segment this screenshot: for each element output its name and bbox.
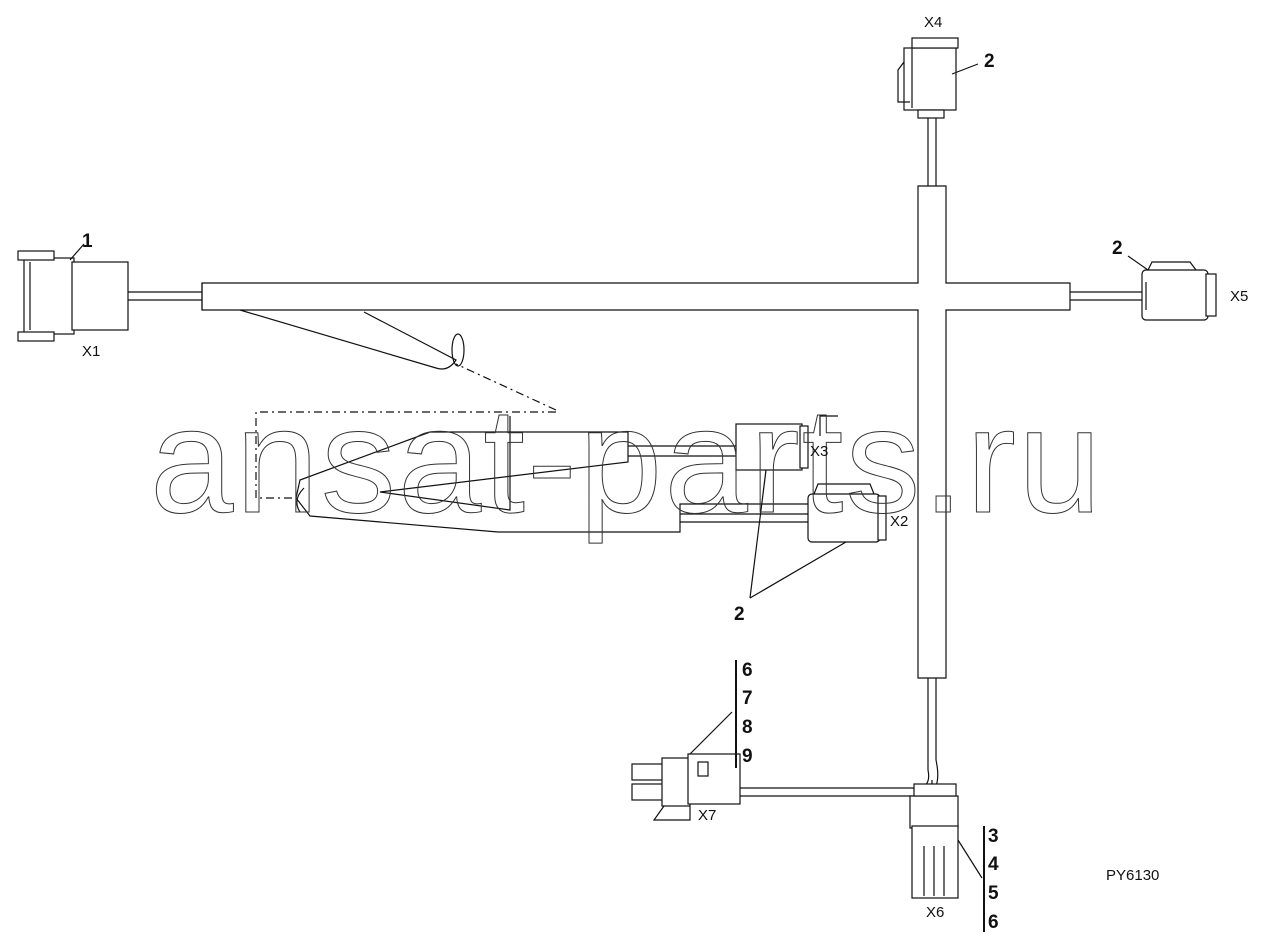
callout-x7-8: 8 [742, 717, 753, 738]
callout-x7-7: 7 [742, 688, 753, 709]
label-x5: X5 [1230, 288, 1248, 305]
connector-x3 [735, 415, 838, 471]
watermark: ansat-parts.ru [150, 376, 1103, 544]
callout-x6-3: 3 [988, 826, 999, 847]
connector-x5 [1141, 261, 1217, 321]
connector-x2 [807, 483, 887, 543]
callout-leaders [69, 63, 1149, 932]
label-x2: X2 [890, 513, 908, 530]
callout-x6-5: 5 [988, 883, 999, 904]
label-x7: X7 [698, 807, 716, 824]
figure-id: PY6130 [1106, 867, 1159, 884]
sub-harness-branch [239, 309, 808, 533]
label-x6: X6 [926, 904, 944, 921]
callout-x6-4: 4 [988, 854, 999, 875]
label-x3: X3 [810, 443, 828, 460]
callout-2-x4: 2 [984, 51, 995, 72]
connector-x1 [17, 250, 129, 342]
callout-x7-6: 6 [742, 660, 753, 681]
callout-1: 1 [82, 231, 93, 252]
connector-x4 [897, 37, 959, 119]
connector-x6 [909, 783, 959, 899]
callout-2-x2-x3: 2 [734, 604, 745, 625]
main-harness-trunk [201, 185, 1071, 679]
callout-2-x5: 2 [1112, 238, 1123, 259]
connector-x7 [631, 753, 741, 821]
label-x1: X1 [82, 343, 100, 360]
callout-x6-6: 6 [988, 912, 999, 933]
callout-x7-9: 9 [742, 746, 753, 767]
label-x4: X4 [924, 14, 942, 31]
